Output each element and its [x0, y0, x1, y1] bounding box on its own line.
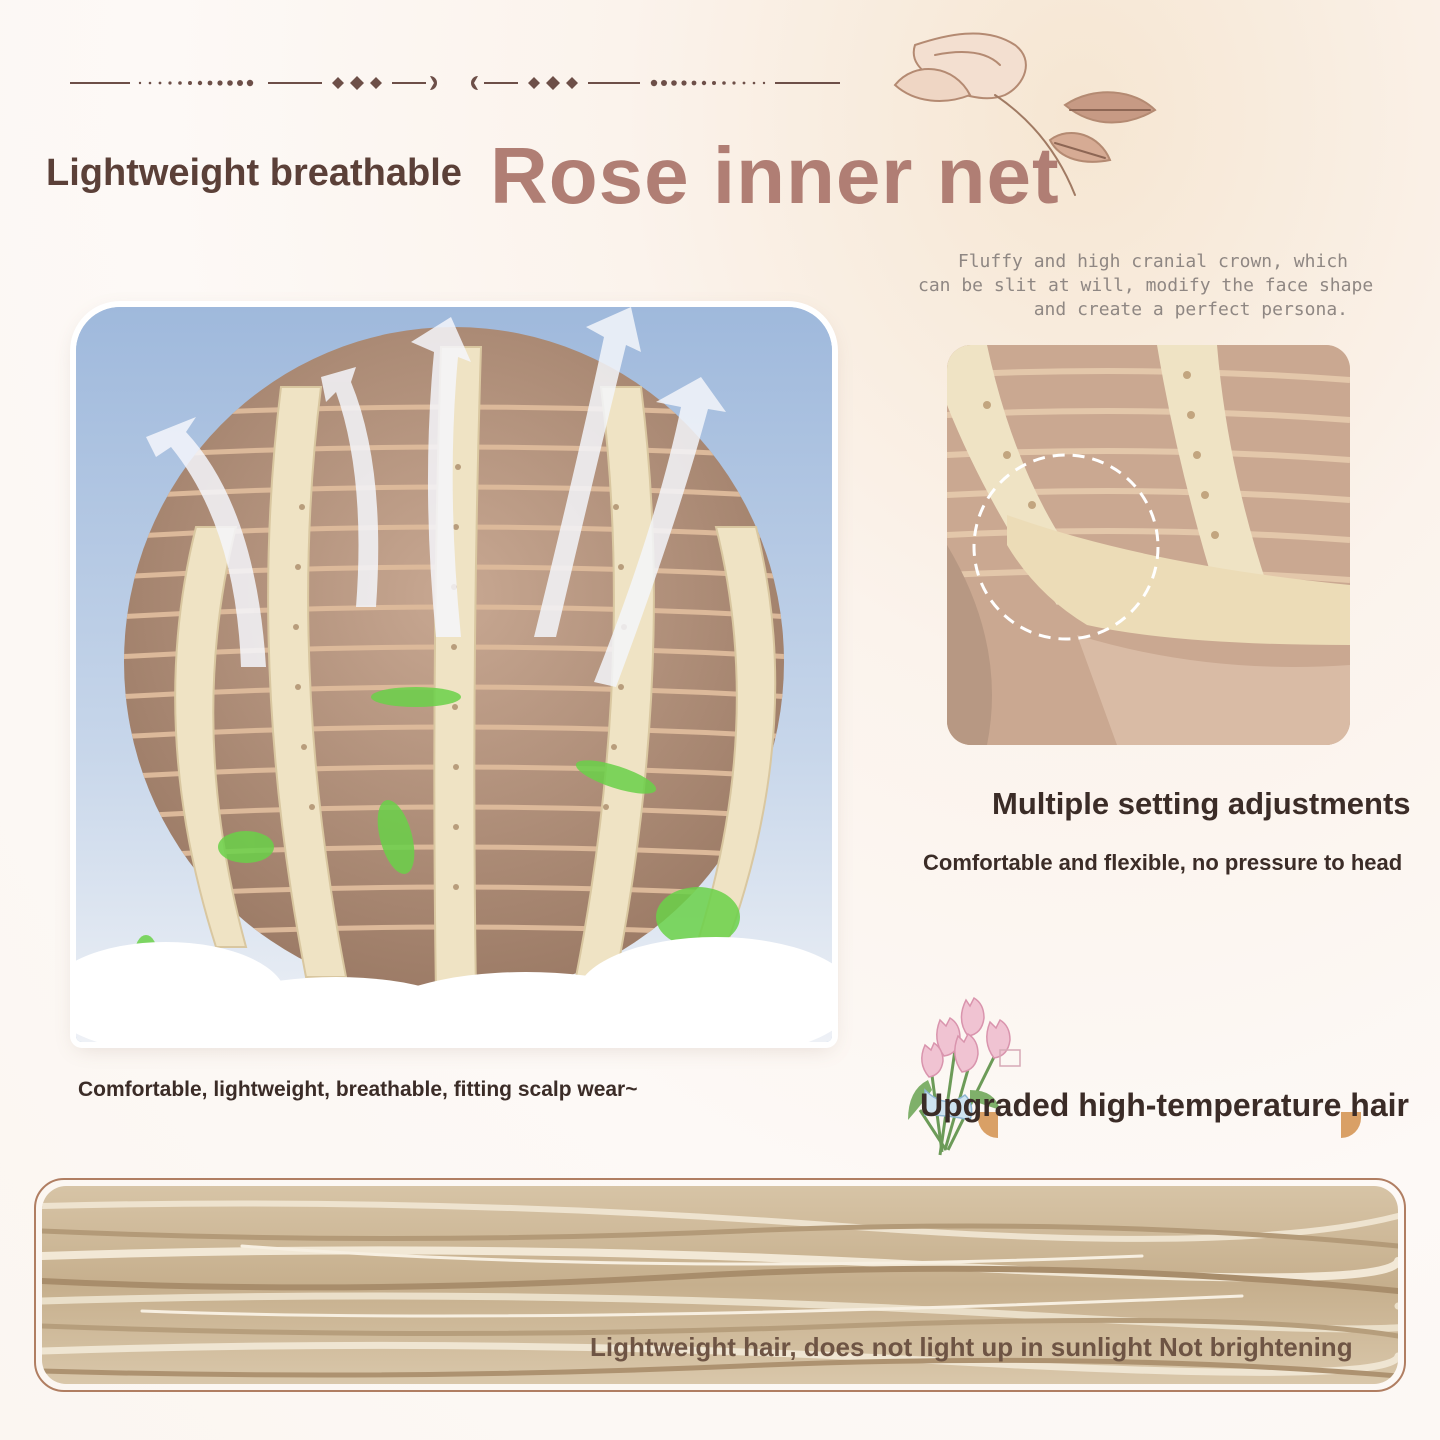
feature-hair-title: Upgraded high-temperature hair — [920, 1087, 1409, 1123]
hair-texture-photo — [42, 1186, 1398, 1384]
tulip-bouquet-icon — [908, 996, 1021, 1156]
adjustment-detail-photo — [947, 345, 1350, 745]
description-line: can be slit at will, modify the face sha… — [918, 275, 1374, 296]
product-description: Fluffy and high cranial crown, which can… — [918, 250, 1374, 322]
decor-dot-left — [978, 1112, 998, 1138]
ornamental-divider — [70, 76, 840, 90]
wear-caption: Comfortable, lightweight, breathable, fi… — [78, 1078, 638, 1101]
wig-cap-photo — [76, 307, 832, 1042]
description-line: and create a perfect persona. — [1033, 299, 1348, 320]
hair-frame — [34, 1178, 1406, 1392]
feature-setting-title: Multiple setting adjustments — [992, 786, 1411, 821]
description-line: Fluffy and high cranial crown, which — [957, 251, 1348, 272]
hair-caption: Lightweight hair, does not light up in s… — [590, 1332, 1353, 1362]
page-title: Rose inner net — [490, 131, 1060, 220]
heading-lightweight: Lightweight breathable — [46, 152, 462, 194]
feature-setting-subtitle: Comfortable and flexible, no pressure to… — [923, 850, 1403, 875]
rose-sketch-icon — [893, 32, 1157, 196]
